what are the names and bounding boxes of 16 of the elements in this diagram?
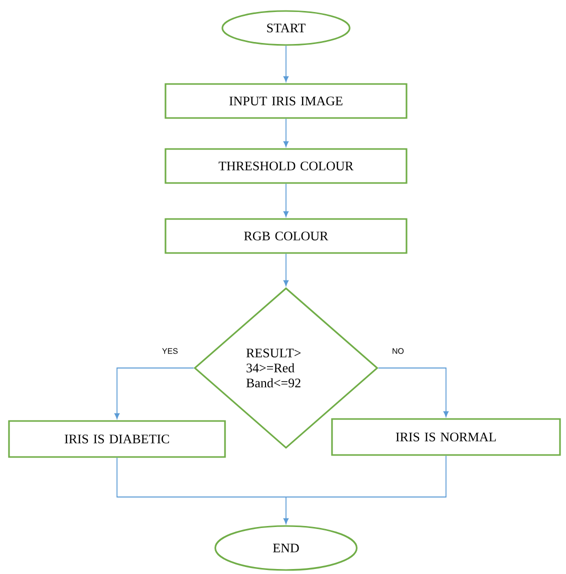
process-box: IRIS IS NORMAL [331,418,561,456]
edge-label: NO [391,347,405,355]
arrow [283,183,289,218]
process-box: INPUT IRIS IMAGE [164,83,408,119]
arrow [283,253,289,286]
connector-line [116,457,286,498]
arrow [283,496,289,524]
arrow [283,118,289,148]
arrow [283,45,289,82]
arrow [378,368,449,418]
arrow [114,368,194,420]
process-box: RGB COLOUR [164,218,408,254]
connector-line [286,455,446,498]
process-box: IRIS IS DIABETIC [8,420,226,458]
process-box: THRESHOLD COLOUR [164,148,408,184]
edge-label: YES [161,347,179,355]
